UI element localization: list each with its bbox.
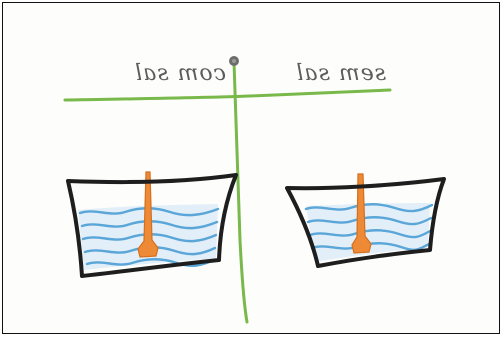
label-right: sem sal <box>295 61 386 86</box>
pin-icon <box>229 56 239 66</box>
label-left: com sal <box>134 61 226 86</box>
balance-stem <box>234 62 247 322</box>
tank-left <box>68 172 236 276</box>
balance-beam <box>65 90 390 100</box>
tank-right <box>287 174 444 266</box>
